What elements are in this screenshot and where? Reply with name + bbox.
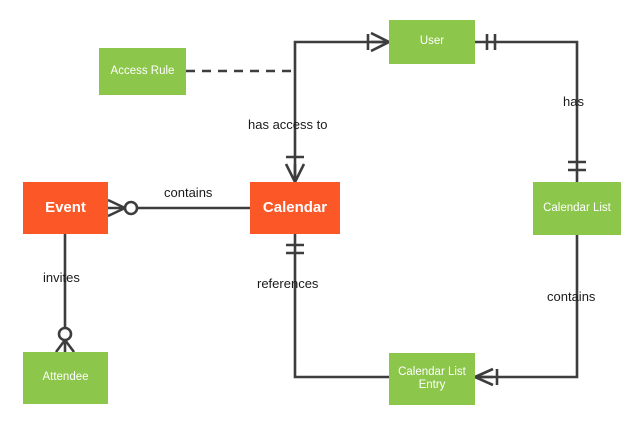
entity-user[interactable]: User (389, 20, 475, 64)
entity-access-rule[interactable]: Access Rule (99, 48, 186, 95)
crowsfoot-event-right (107, 198, 139, 218)
edge-calendarlist-cle (475, 235, 579, 379)
entity-calendar-list-label: Calendar List (543, 201, 611, 214)
crowsfoot-calendar-top (284, 155, 306, 183)
edge-user-calendar (293, 40, 389, 182)
edge-user-calendarlist (475, 40, 579, 182)
edge-label-invites: invites (43, 270, 80, 285)
entity-attendee[interactable]: Attendee (23, 352, 108, 404)
entity-access-rule-label: Access Rule (110, 64, 175, 77)
crowsfoot-user-left (366, 31, 390, 53)
crowsfoot-attendee-top (54, 326, 76, 353)
doubletick-calendar-bottom (286, 243, 304, 255)
edge-label-has-access-to: has access to (248, 117, 328, 132)
entity-calendar-list[interactable]: Calendar List (533, 182, 621, 235)
doubletick-user-right (485, 34, 497, 50)
edge-calendar-cle (293, 234, 389, 379)
edge-label-contains-calendar: contains (164, 185, 213, 200)
crowsfoot-cle-right (474, 367, 499, 387)
entity-event-label: Event (45, 199, 86, 217)
edge-label-contains-entry: contains (547, 289, 596, 304)
entity-calendar-label: Calendar (262, 199, 328, 217)
entity-event[interactable]: Event (23, 182, 108, 234)
doubletick-calendarlist-top (568, 160, 586, 172)
entity-attendee-label: Attendee (42, 371, 89, 384)
entity-calendar[interactable]: Calendar (250, 182, 340, 234)
edge-label-references: references (257, 276, 319, 291)
edge-label-has: has (563, 94, 584, 109)
entity-user-label: User (419, 35, 445, 48)
